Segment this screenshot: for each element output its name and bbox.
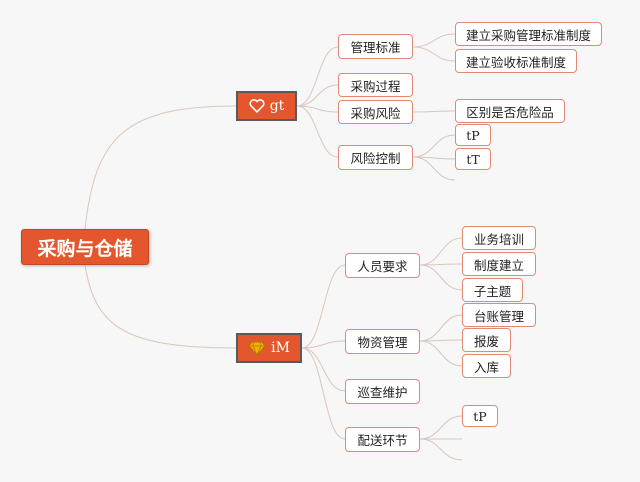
leaf-topic[interactable]: 制度建立 (462, 252, 536, 276)
connector (296, 105, 339, 113)
root-connector (84, 264, 237, 349)
connector (412, 134, 456, 158)
leaf-topic[interactable]: 子主题 (462, 278, 523, 302)
connector (301, 347, 346, 440)
leaf-topic[interactable]: 业务培训 (462, 226, 536, 250)
leaf-topic[interactable]: 区别是否危险品 (455, 99, 565, 123)
subtopic-risk-control[interactable]: 风险控制 (338, 145, 413, 170)
leaf-topic[interactable]: 建立采购管理标准制度 (455, 22, 602, 46)
connector (296, 46, 339, 107)
branch-label: gt (269, 98, 285, 114)
connector (301, 264, 346, 349)
connector (419, 237, 463, 266)
connector (419, 438, 463, 461)
subtopic-process[interactable]: 采购过程 (338, 73, 413, 97)
leaf-topic[interactable]: tP (455, 124, 491, 146)
branch-label: iM (271, 340, 290, 356)
gem-icon (248, 341, 266, 356)
connector (419, 264, 463, 291)
subtopic-materials[interactable]: 物资管理 (345, 329, 420, 354)
leaf-topic[interactable]: 建立验收标准制度 (455, 49, 577, 73)
connector (296, 84, 339, 107)
leaf-topic[interactable]: 报废 (462, 328, 511, 352)
connector (301, 347, 346, 392)
connector (296, 105, 339, 158)
root-topic[interactable]: 采购与仓储 (21, 229, 149, 265)
connector (412, 156, 456, 181)
leaf-topic[interactable]: tP (462, 405, 498, 427)
subtopic-inspection[interactable]: 巡查维护 (345, 379, 420, 404)
leaf-topic[interactable]: tT (455, 148, 491, 170)
connector (301, 340, 346, 349)
heart-icon (249, 99, 265, 113)
connector (419, 415, 463, 440)
connector (412, 33, 456, 48)
subtopic-risk[interactable]: 采购风险 (338, 100, 413, 124)
subtopic-standards[interactable]: 管理标准 (338, 34, 413, 59)
connector (419, 314, 463, 342)
leaf-topic[interactable]: 台账管理 (462, 303, 536, 327)
connector (412, 46, 456, 62)
branch-topic-gt[interactable]: gt (236, 91, 297, 121)
connector (412, 110, 456, 113)
connector (419, 340, 463, 367)
subtopic-delivery[interactable]: 配送环节 (345, 427, 420, 452)
leaf-topic[interactable]: 入库 (462, 354, 511, 378)
root-connector (84, 105, 237, 230)
branch-topic-im[interactable]: iM (236, 333, 302, 363)
subtopic-staff[interactable]: 人员要求 (345, 253, 420, 278)
